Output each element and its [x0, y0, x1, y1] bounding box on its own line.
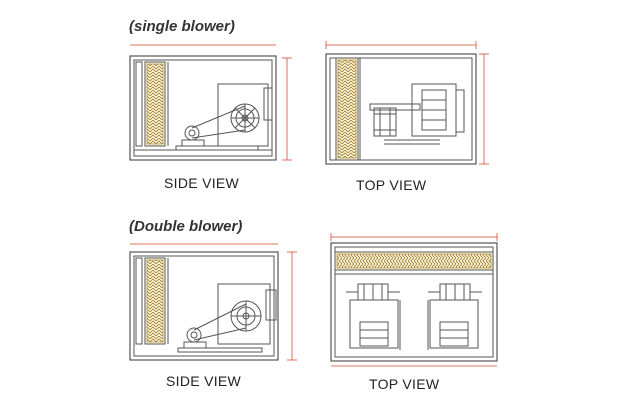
fan-wheel-icon: [429, 299, 479, 349]
coil-filter-icon: [336, 253, 492, 269]
fan-wheel-icon: [217, 83, 273, 147]
belt-drive-icon: [191, 105, 246, 139]
fan-wheel-icon: [217, 283, 277, 345]
single-blower-heading: (single blower): [129, 18, 235, 35]
single-top-view-caption: TOP VIEW: [356, 177, 427, 193]
coil-filter-icon: [337, 59, 357, 159]
motor-icon: [373, 107, 397, 137]
double-side-view: [129, 243, 297, 361]
fan-wheel-icon: [411, 83, 465, 137]
fan-wheel-icon: [349, 299, 399, 349]
double-top-view: [330, 233, 498, 367]
single-side-view-caption: SIDE VIEW: [164, 175, 240, 191]
motor-icon: [346, 283, 400, 301]
belt-drive-icon: [193, 303, 247, 341]
coil-filter-icon: [146, 259, 164, 343]
motor-icon: [181, 125, 205, 147]
single-side-view: [129, 44, 292, 161]
double-side-view-caption: SIDE VIEW: [166, 373, 242, 389]
double-top-view-caption: TOP VIEW: [369, 376, 440, 392]
motor-icon: [428, 283, 482, 301]
double-blower-heading: (Double blower): [129, 218, 243, 235]
motor-icon: [183, 327, 207, 349]
coil-filter-icon: [146, 63, 164, 145]
single-top-view: [325, 41, 489, 165]
